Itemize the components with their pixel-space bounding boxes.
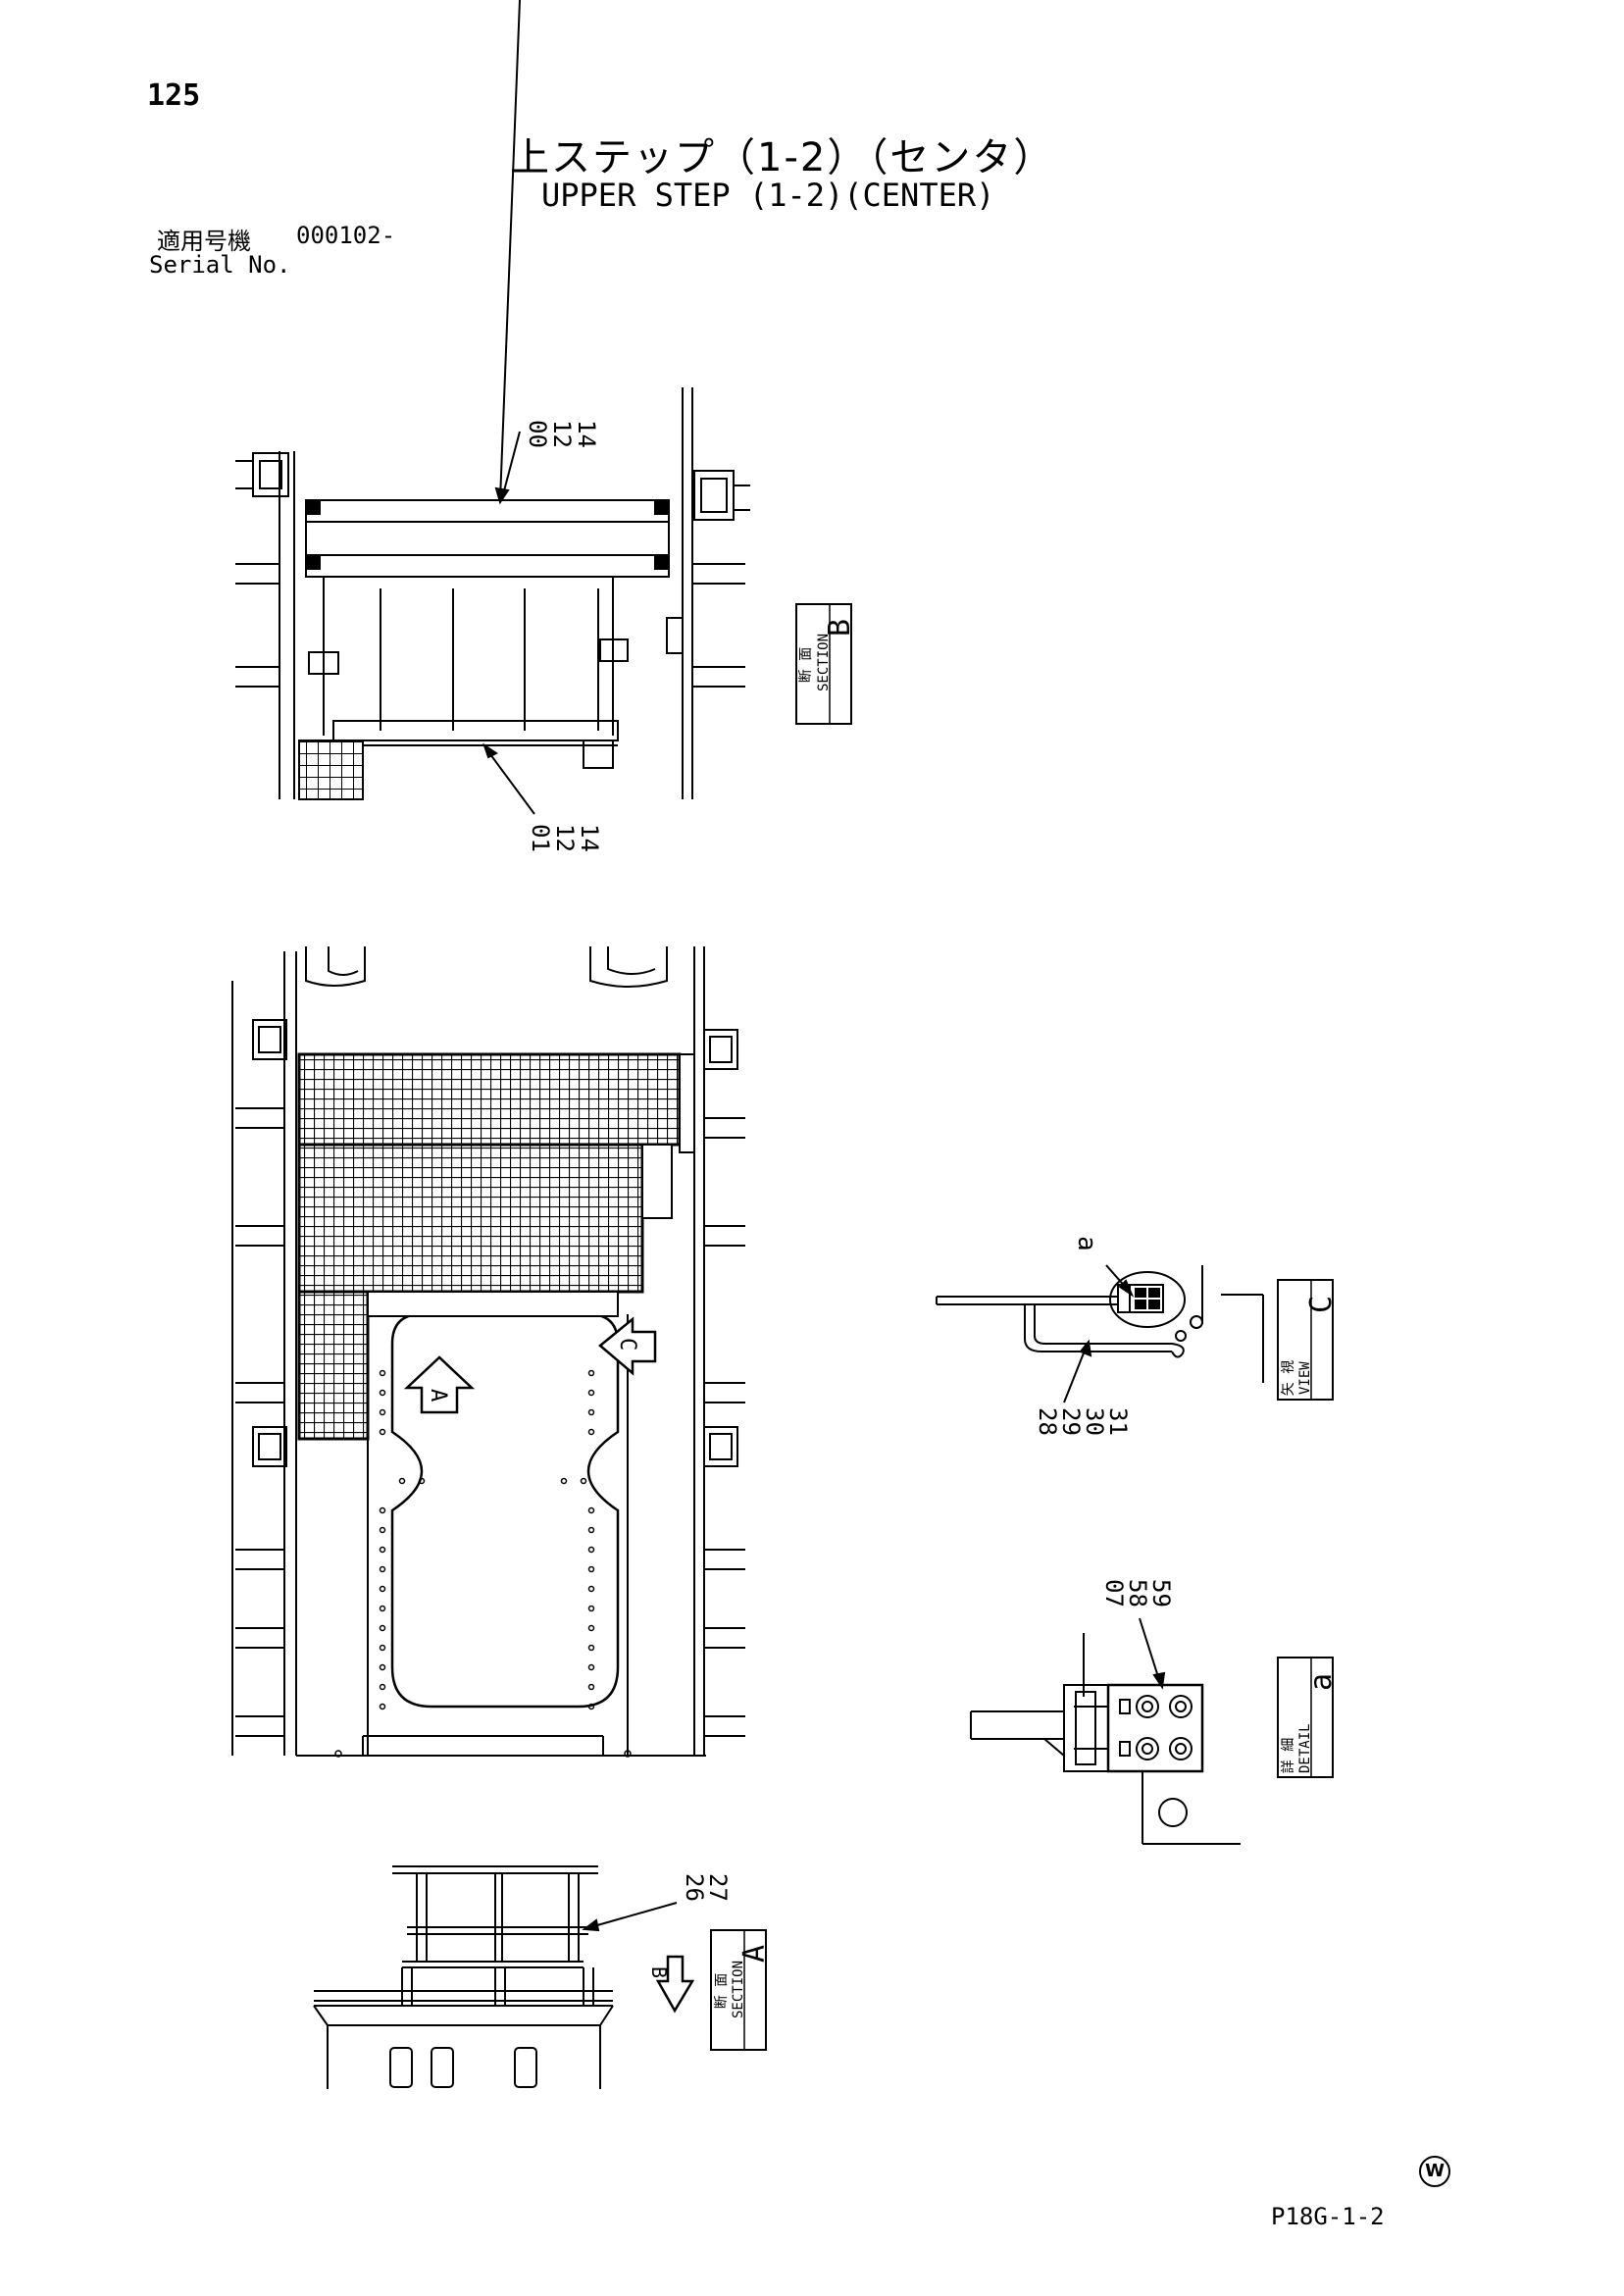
callout-number: 28 (1034, 1407, 1061, 1436)
callout-leader-top (482, 0, 535, 815)
grating-frame (299, 1053, 695, 1317)
page-title-jp: 上ステップ（1-2）（センタ） (510, 135, 1055, 180)
callout-leader-section-a (582, 1902, 678, 1932)
callout-number: 58 (1124, 1579, 1151, 1607)
section-label-en: SECTION (816, 634, 832, 691)
callout-bottom-group: 01 12 14 (527, 824, 603, 852)
view-arrow-c: C (598, 1316, 657, 1376)
callout-number: 00 (524, 420, 551, 448)
page-number: 125 (147, 78, 201, 113)
callout-leader-detail (1139, 1617, 1166, 1690)
hole-pattern (334, 1369, 632, 1758)
callout-detail-group: 07 58 59 (1100, 1579, 1175, 1607)
section-label-jp: 断 面 (798, 647, 814, 683)
serial-value: 000102- (296, 222, 396, 249)
page-title-en: UPPER STEP (1-2)(CENTER) (541, 177, 995, 214)
section-a-label: 断 面 SECTION A (710, 1929, 772, 2051)
arrow-letter: B (647, 1966, 671, 1978)
section-letter: A (737, 1945, 772, 1963)
callout-number: 30 (1081, 1407, 1108, 1436)
main-plan-drawing (231, 946, 745, 1757)
detail-label-jp: 詳 細 (1281, 1738, 1296, 1773)
view-label-en: VIEW (1297, 1361, 1313, 1395)
arrow-letter: A (426, 1389, 450, 1402)
view-arrow-a: A (403, 1355, 476, 1414)
view-letter: C (1304, 1296, 1339, 1313)
section-letter: B (823, 619, 857, 637)
callout-leader-view-c (1063, 1264, 1135, 1403)
section-b-label: 断 面 SECTION B (795, 603, 857, 725)
page-code: P18G-1-2 (1271, 2203, 1385, 2230)
callout-number: 07 (1100, 1579, 1128, 1607)
callout-number: 01 (527, 824, 554, 852)
callout-view-c-group: 28 29 30 31 (1034, 1407, 1132, 1436)
detail-marker-a: a (1072, 1236, 1101, 1251)
callout-number: 12 (548, 420, 576, 448)
callout-number: 31 (1104, 1407, 1132, 1436)
view-c-label: 矢 視 VIEW C (1277, 1279, 1339, 1401)
callout-number: 29 (1057, 1407, 1085, 1436)
detail-label-en: DETAIL (1297, 1723, 1313, 1773)
callout-section-a-group: 26 27 (681, 1873, 732, 1902)
section-b-drawing (235, 387, 750, 800)
callout-number: 14 (573, 420, 600, 448)
grating-stair (297, 1290, 370, 1441)
serial-label-en: Serial No. (149, 251, 291, 279)
brand-mark: W (1419, 2156, 1450, 2187)
arrow-letter: C (615, 1338, 639, 1351)
grating-upper (297, 1052, 682, 1147)
callout-number: 12 (551, 824, 579, 852)
grating-middle (297, 1143, 644, 1294)
detail-a-drawing (970, 1633, 1241, 1845)
callout-number: 27 (704, 1873, 732, 1902)
section-label-jp: 断 面 (714, 1973, 730, 2009)
callout-top-group: 00 12 14 (524, 420, 600, 448)
view-label-jp: 矢 視 (1281, 1360, 1296, 1396)
section-label-en: SECTION (731, 1961, 746, 2018)
section-a-drawing (313, 1865, 614, 2089)
view-c-drawing (936, 1265, 1264, 1383)
detail-letter: a (1304, 1673, 1339, 1691)
callout-number: 14 (576, 824, 603, 852)
detail-a-label: 詳 細 DETAIL a (1277, 1657, 1339, 1778)
callout-number: 26 (681, 1873, 708, 1902)
callout-number: 59 (1147, 1579, 1175, 1607)
serial-label-jp: 適用号機 (157, 228, 251, 255)
view-arrow-b: B (647, 1955, 695, 2014)
